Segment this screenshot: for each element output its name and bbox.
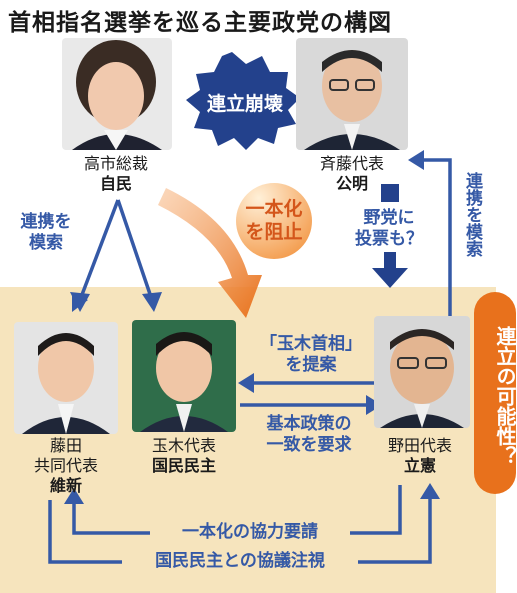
block-unification-circle xyxy=(236,183,312,259)
label-seek-cooperation-right: 連携を模索 xyxy=(462,172,482,257)
arrowhead-propose xyxy=(238,373,254,393)
seek-cooperation-left-line2: 模索 xyxy=(29,233,63,253)
person-fujita: 藤田 共同代表 維新 xyxy=(6,436,126,496)
person-noda: 野田代表 立憲 xyxy=(360,436,480,476)
policy-agreement-line2: 一致を要求 xyxy=(266,435,352,455)
noda-party: 立憲 xyxy=(403,456,436,475)
arrowhead-ishin xyxy=(70,292,90,312)
vote-opposition-line1: 野党に xyxy=(363,208,415,228)
block-unification-arrow xyxy=(158,188,262,318)
coalition-possibility-label: 連立の可能性？ xyxy=(474,306,517,486)
komei-square-marker xyxy=(381,184,399,202)
label-policy-agreement: 基本政策の 一致を要求 xyxy=(246,414,372,456)
arrow-rikken-to-komei xyxy=(420,158,452,330)
fujita-role: 藤田 xyxy=(49,436,82,455)
arrow-jimin-to-ishin xyxy=(78,199,120,301)
arrowhead-watch xyxy=(420,483,440,499)
vote-opposition-line2: 投票も？ xyxy=(355,229,423,249)
tamaki-party: 国民民主 xyxy=(151,456,216,475)
label-watch-talks: 国民民主との協議注視 xyxy=(122,551,358,572)
photo-takaichi xyxy=(62,38,172,150)
seek-cooperation-left-line1: 連携を xyxy=(20,212,72,232)
arrowhead-kokumin xyxy=(142,292,162,312)
fujita-party: 維新 xyxy=(49,476,82,495)
coalition-possibility-line2: 可能性？ xyxy=(493,386,517,466)
arrow-jimin-to-kokumin xyxy=(116,199,154,301)
fujita-role2: 共同代表 xyxy=(33,456,98,475)
policy-agreement-line1: 基本政策の xyxy=(266,414,352,434)
photo-fujita xyxy=(14,322,118,434)
block-unification-line1: 一本化 xyxy=(245,198,303,220)
arrowhead-komei xyxy=(408,150,424,170)
label-propose-tamaki-pm: 「玉木首相」 を提案 xyxy=(246,334,376,376)
coalition-possibility-pill xyxy=(474,292,516,494)
photo-noda xyxy=(374,316,470,428)
photo-tamaki xyxy=(132,320,236,432)
tamaki-role: 玉木代表 xyxy=(151,436,216,455)
saito-role: 斉藤代表 xyxy=(319,154,384,173)
photo-saito xyxy=(296,38,408,150)
takaichi-party: 自民 xyxy=(99,174,132,193)
block-unification-label: 一本化 を阻止 xyxy=(236,198,312,244)
person-tamaki: 玉木代表 国民民主 xyxy=(124,436,244,476)
saito-party: 公明 xyxy=(335,174,368,193)
coalition-possibility-line1: 連立の xyxy=(493,326,517,386)
person-takaichi: 高市総裁 自民 xyxy=(56,154,176,194)
label-vote-opposition: 野党に 投票も？ xyxy=(334,208,444,250)
block-unification-line2: を阻止 xyxy=(245,221,303,243)
coalition-collapse-label: 連立崩壊 xyxy=(206,93,283,115)
takaichi-role: 高市総裁 xyxy=(83,154,148,173)
noda-role: 野田代表 xyxy=(387,436,452,455)
arrowhead-komei-vote xyxy=(372,268,408,288)
label-unification-request: 一本化の協力要請 xyxy=(150,522,350,543)
page-title: 首相指名選挙を巡る主要政党の構図 xyxy=(8,10,392,36)
arrowhead-unification xyxy=(64,488,84,504)
person-saito: 斉藤代表 公明 xyxy=(292,154,412,194)
label-seek-cooperation-left: 連携を 模索 xyxy=(8,212,84,254)
coalition-collapse-burst xyxy=(186,52,300,150)
propose-tamaki-line1: 「玉木首相」 xyxy=(260,334,362,354)
propose-tamaki-line2: を提案 xyxy=(285,355,337,375)
